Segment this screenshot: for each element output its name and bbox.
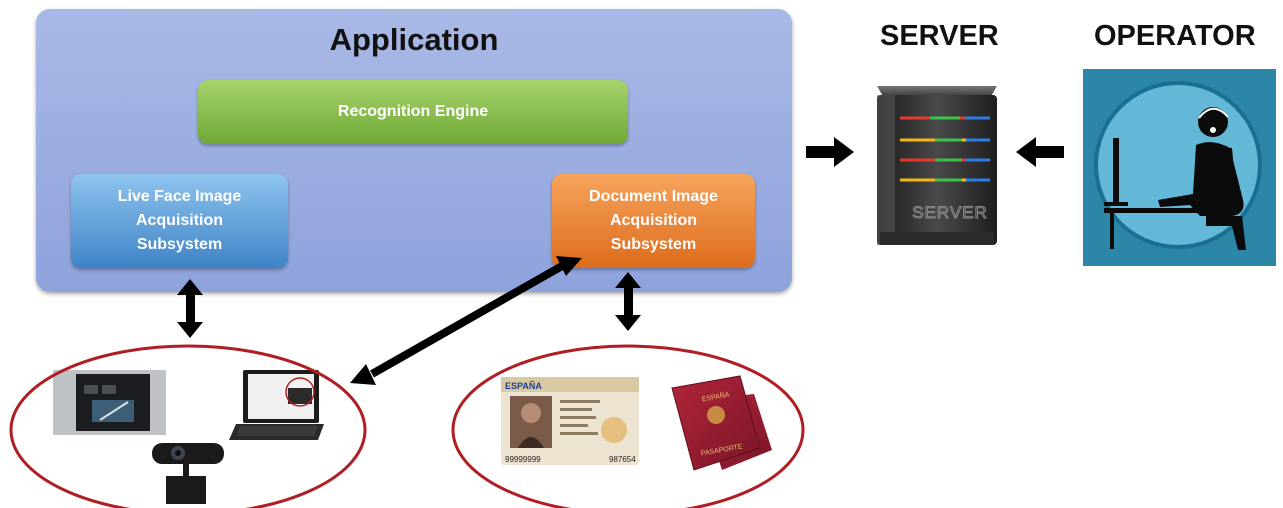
server-led-rows — [900, 116, 990, 182]
laptop — [229, 370, 324, 440]
id-card: ESPAÑA 99999999 987654 — [501, 377, 639, 465]
arrow-operator-to-server — [1016, 137, 1064, 167]
arrow-face-to-devices — [177, 279, 203, 338]
passports: ESPAÑA PASAPORTE — [671, 375, 772, 471]
smartphone-photo — [53, 370, 166, 435]
live-face-subsystem-box: Live Face Image Acquisition Subsystem — [71, 174, 288, 268]
id-card-number-right: 987654 — [609, 455, 636, 464]
id-card-number-left: 99999999 — [505, 455, 541, 464]
documents-ellipse — [451, 344, 805, 508]
server-title: SERVER — [880, 20, 999, 52]
identity-documents-group: ESPAÑA 99999999 987654 ESPAÑA PASAPORTE — [451, 344, 805, 508]
recognition-engine-box: Recognition Engine — [198, 80, 628, 144]
operator-icon — [1083, 69, 1276, 266]
devices-ellipse — [9, 344, 367, 508]
arrow-application-to-server — [806, 137, 854, 167]
server-case-label: SERVER — [912, 203, 988, 222]
application-title: Application — [329, 22, 499, 57]
webcam — [152, 443, 224, 504]
arrow-document-to-id-documents — [615, 272, 641, 331]
recognition-engine-label: Recognition Engine — [337, 103, 489, 120]
server-icon: SERVER — [877, 86, 997, 245]
id-card-country: ESPAÑA — [505, 381, 542, 391]
document-subsystem-label: Document Image Acquisition Subsystem — [589, 188, 718, 253]
live-face-subsystem-label: Live Face Image Acquisition Subsystem — [117, 188, 242, 253]
arrow-document-to-devices — [350, 256, 582, 385]
capture-devices-group — [9, 344, 367, 508]
document-subsystem-box: Document Image Acquisition Subsystem — [552, 174, 755, 268]
operator-title: OPERATOR — [1094, 20, 1256, 52]
